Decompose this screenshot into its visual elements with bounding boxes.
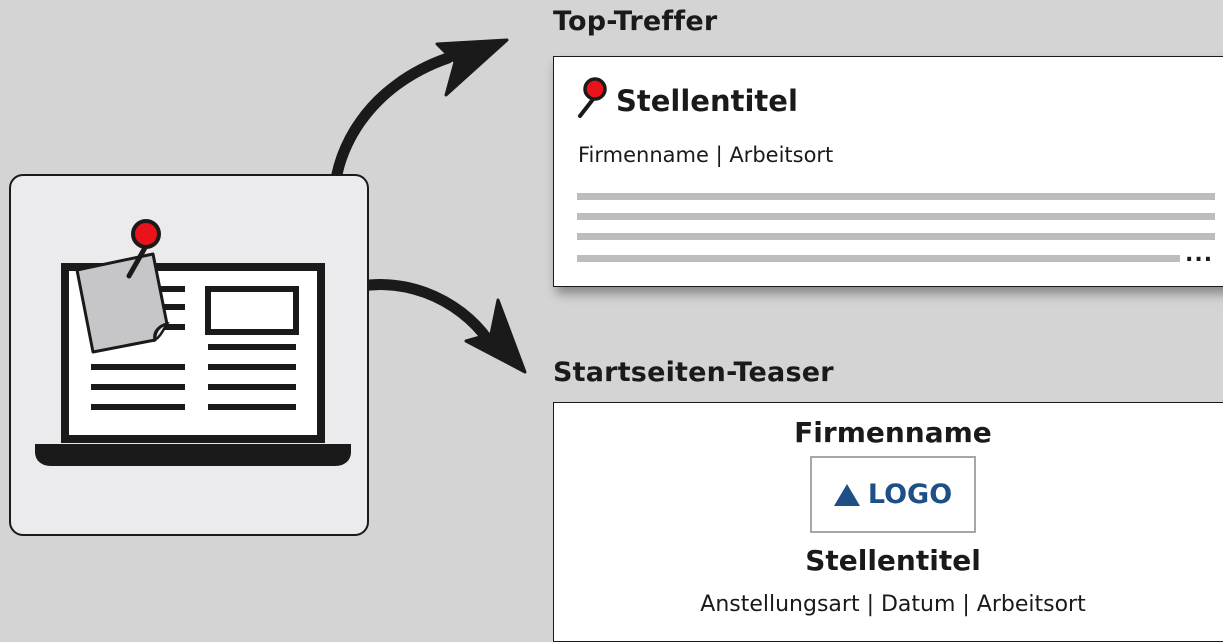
placeholder-line [577, 255, 1180, 262]
company-location: Firmenname | Arbeitsort [578, 143, 834, 167]
teaser-meta: Anstellungsart | Datum | Arbeitsort [700, 592, 1086, 617]
laptop-icon [35, 219, 351, 466]
teaser-heading: Startseiten-Teaser [553, 357, 834, 388]
job-title: Stellentitel [616, 84, 798, 118]
top-result-card [553, 56, 1223, 287]
teaser-job-title: Stellentitel [805, 544, 981, 577]
logo-triangle-icon [833, 483, 860, 506]
pin-icon [578, 77, 607, 118]
top-result-heading: Top-Treffer [553, 6, 718, 37]
logo-text: LOGO [867, 479, 953, 510]
placeholder-line [577, 193, 1215, 200]
teaser-company: Firmenname [794, 416, 992, 449]
ellipsis: ... [1185, 242, 1214, 267]
company-logo: LOGO [810, 456, 976, 533]
placeholder-line [577, 233, 1215, 240]
placeholder-line [577, 213, 1215, 220]
